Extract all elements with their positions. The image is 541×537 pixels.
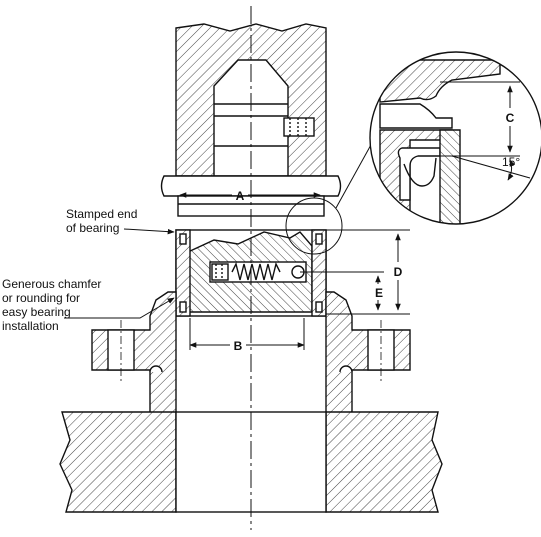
detail-marker-circle xyxy=(285,197,343,255)
callout-chamfer-arrow xyxy=(64,297,175,319)
dimension-e xyxy=(300,271,384,311)
angle-15-marker xyxy=(507,159,515,181)
callout-chamfer-line4: installation xyxy=(2,319,59,333)
callout-chamfer-line1: Generous chamfer xyxy=(2,277,101,291)
callout-stamped-end-line1: Stamped end xyxy=(66,207,137,221)
angle-15-label: 15° xyxy=(502,155,520,169)
callout-stamped-end-arrow xyxy=(123,228,175,235)
dimension-b xyxy=(189,318,305,350)
dimension-c-label: C xyxy=(506,111,515,125)
detail-view xyxy=(369,51,541,225)
callout-stamped-end-line2: of bearing xyxy=(66,221,119,235)
dimension-b-label: B xyxy=(234,339,243,353)
dimension-a-label: A xyxy=(236,189,245,203)
callout-chamfer-line2: or rounding for xyxy=(2,291,80,305)
dimension-d-label: D xyxy=(394,265,403,279)
callout-chamfer-line3: easy bearing xyxy=(2,305,71,319)
dimension-e-label: E xyxy=(375,286,383,300)
dimension-d xyxy=(320,229,410,315)
